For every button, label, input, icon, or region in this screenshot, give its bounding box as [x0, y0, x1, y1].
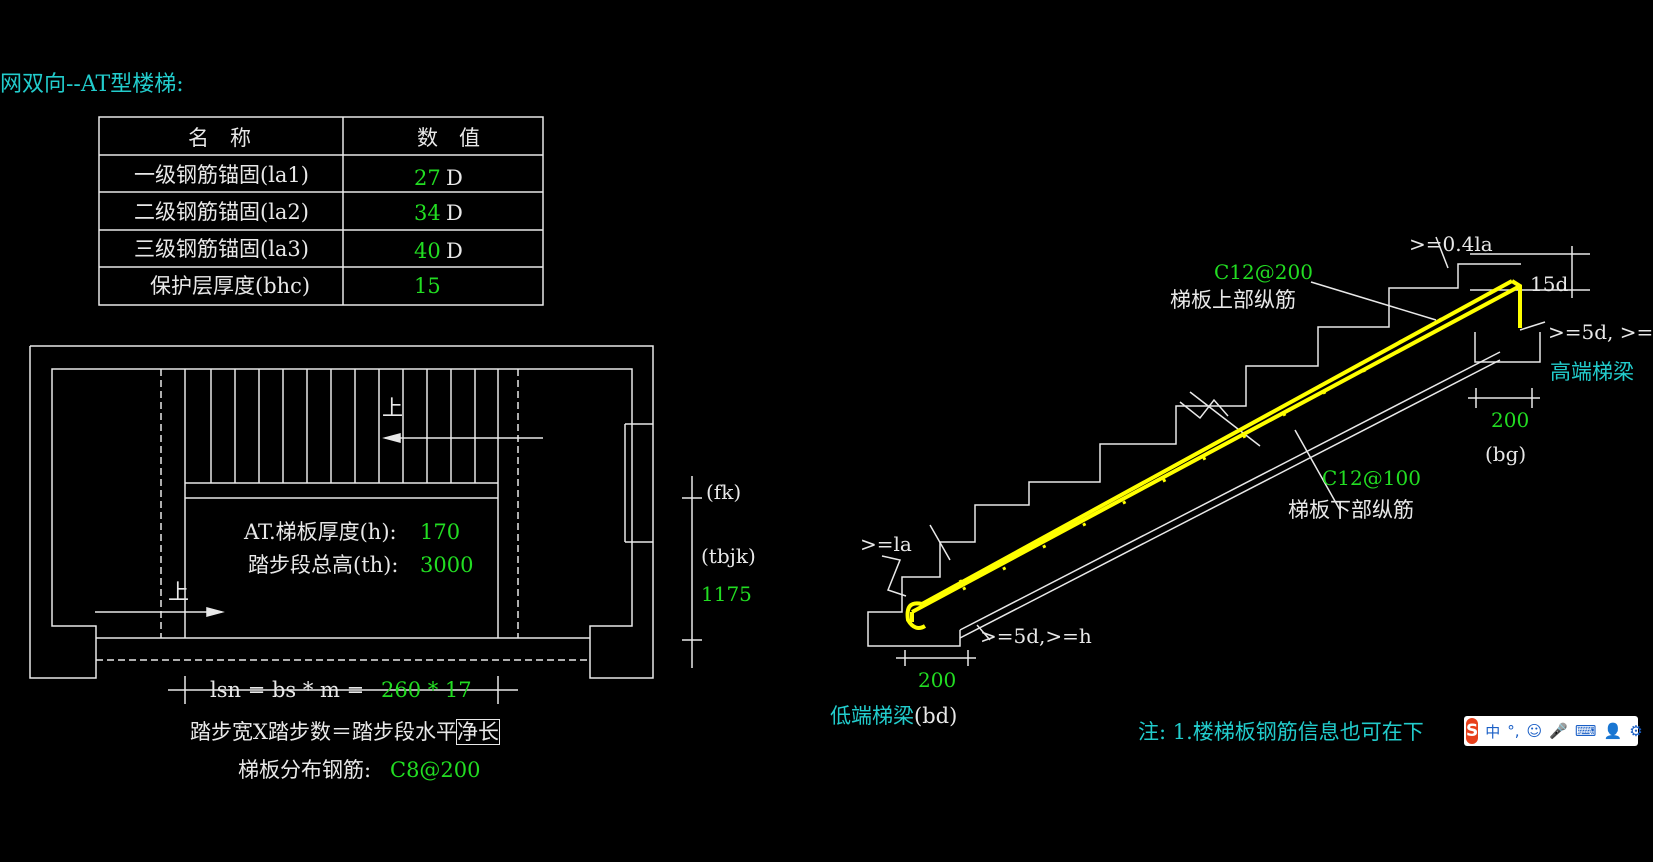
table-header-value: 数 值 [417, 126, 480, 150]
table-row-unit: D [446, 201, 463, 225]
section-top-hook: 15d [1530, 272, 1569, 296]
ime-lang-toggle[interactable]: 中 [1485, 722, 1501, 741]
plan-thickness-label: AT.梯板厚度(h): [244, 520, 397, 544]
section-low-anchor: >=la [860, 532, 912, 556]
plan-lsn-label: lsn = bs * m = [210, 678, 365, 702]
table-row-unit: D [446, 166, 463, 190]
plan-thickness-value: 170 [420, 520, 461, 544]
plan-height-label: 踏步段总高(th): [248, 553, 399, 577]
section-low-beam-code: (bd) [914, 704, 958, 728]
sogou-logo-icon[interactable]: S [1466, 718, 1479, 744]
plan-height-value: 3000 [420, 553, 474, 577]
table-row-value: 40 [414, 239, 441, 263]
table-row-unit: D [446, 239, 463, 263]
section-high-beam: 高端梯梁 [1550, 360, 1634, 384]
plan-treads [210, 369, 476, 483]
section-low-beam: 低端梯梁(bd) [830, 706, 957, 727]
section-low-beam-label: 低端梯梁 [830, 704, 914, 728]
table-row-name: 三级钢筋锚固(la3) [134, 237, 309, 261]
ime-voice-icon[interactable]: 🎤 [1549, 722, 1568, 740]
ime-user-icon[interactable]: 👤 [1603, 722, 1623, 740]
section-low-beam-width: 200 [918, 668, 957, 692]
plan-formula-boxed: 净长 [455, 719, 500, 745]
table-row-name: 一级钢筋锚固(la1) [134, 163, 309, 187]
section-top-anchor: >=0.4la [1409, 232, 1493, 256]
table-row-name: 二级钢筋锚固(la2) [134, 200, 309, 224]
drawing-note: 注: 1.楼梯板钢筋信息也可在下 [1138, 720, 1424, 744]
section-bottom-rebar-name: 梯板下部纵筋 [1288, 498, 1414, 522]
plan-distribution-value: C8@200 [390, 758, 481, 782]
ime-keyboard-icon[interactable]: ⌨ [1574, 722, 1597, 740]
ime-punct-icon[interactable]: °, [1507, 722, 1520, 740]
drawing-title: 网双向--AT型楼梯: [0, 72, 184, 97]
ime-emoji-icon[interactable]: ☺ [1526, 722, 1543, 740]
table-row-value: 27 [414, 166, 441, 190]
ime-settings-icon[interactable]: ⚙ [1629, 722, 1643, 740]
table-header-name: 名 称 [188, 126, 251, 150]
ime-toolbar[interactable]: S 中 °, ☺ 🎤 ⌨ 👤 ⚙ [1464, 716, 1643, 746]
section-top-rebar-spec: C12@200 [1214, 260, 1313, 284]
plan-up-label-top: 上 [382, 396, 403, 420]
section-top-right-note: >=5d, >= [1548, 320, 1653, 344]
table-border [98, 116, 544, 306]
plan-formula-prefix: 踏步宽X踏步数＝踏步段水平 [190, 720, 457, 744]
plan-formula: 踏步宽X踏步数＝踏步段水平净长 [190, 719, 500, 745]
plan-up-label-bottom: 上 [168, 580, 189, 604]
plan-fk-label: (fk) [706, 480, 742, 504]
table-row-name: 保护层厚度(bhc) [150, 274, 311, 298]
section-top-rebar-name: 梯板上部纵筋 [1170, 288, 1296, 312]
section-bottom-rebar-spec: C12@100 [1322, 466, 1421, 490]
section-low-note: >=5d,>=h [980, 624, 1092, 648]
plan-tbjk-value: 1175 [701, 582, 752, 606]
plan-lsn-value: 260 * 17 [381, 678, 472, 702]
section-high-beam-code: (bg) [1485, 442, 1527, 466]
plan-tbjk-label: (tbjk) [701, 544, 756, 568]
rebar-lines [905, 279, 1522, 630]
table-row-value: 15 [414, 274, 441, 298]
plan-outer-wall [29, 345, 654, 679]
plan-distribution-label: 梯板分布钢筋: [238, 758, 372, 782]
section-steps [867, 263, 1521, 630]
table-row-value: 34 [414, 201, 441, 225]
section-high-beam-width: 200 [1491, 408, 1530, 432]
